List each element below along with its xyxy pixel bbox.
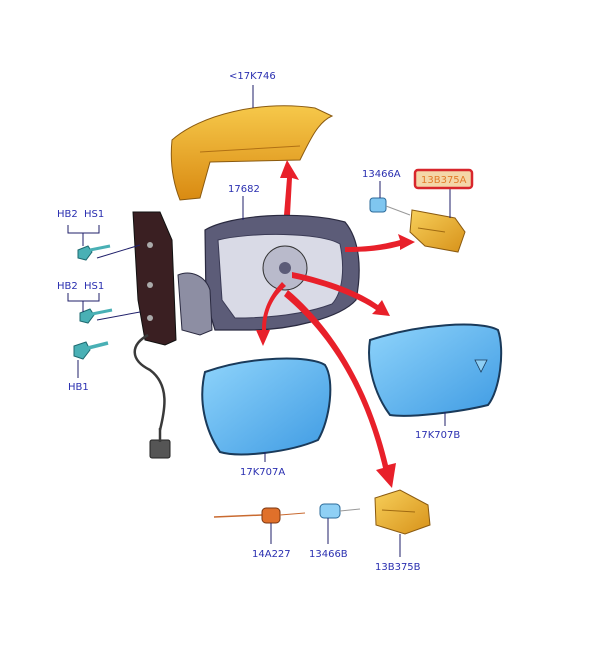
- arrow-to-glass-b: [292, 272, 390, 316]
- arrow-to-glass-a: [256, 282, 286, 346]
- wire-connector: [149, 439, 171, 459]
- screw-top: [77, 244, 111, 261]
- mirror-cover: [170, 105, 334, 201]
- label-bulb-b: 13466B: [309, 549, 348, 560]
- lamp-b: [374, 489, 431, 535]
- label-cover: <17K746: [229, 71, 276, 82]
- hb2-hs1-top-bracket: [67, 225, 100, 234]
- label-hb2-top: HB2: [57, 209, 78, 220]
- label-lamp-a: 13B375A: [421, 175, 467, 186]
- screw-middle: [79, 308, 113, 324]
- label-glass-b: 17K707B: [415, 430, 460, 441]
- label-bulb-a: 13466A: [362, 169, 401, 180]
- mirror-housing: [177, 214, 360, 336]
- label-hs1-mid: HS1: [84, 281, 104, 292]
- screw-bottom: [73, 341, 109, 360]
- arrow-to-lamp-b: [284, 290, 396, 488]
- arrow-to-cover: [280, 160, 299, 215]
- bulb-b: [319, 503, 361, 519]
- arrow-to-lamp-a: [345, 234, 415, 252]
- socket-14a227: [213, 507, 306, 524]
- label-hb1: HB1: [68, 382, 89, 393]
- bulb-a: [369, 197, 411, 216]
- label-lamp-b: 13B375B: [375, 562, 421, 573]
- lamp-a: [409, 209, 466, 253]
- highlight-box: [413, 168, 474, 190]
- mirror-glass-b: [368, 323, 503, 417]
- wire-harness: [133, 333, 166, 431]
- label-hs1-top: HS1: [84, 209, 104, 220]
- hb2-hs1-mid-bracket: [67, 293, 100, 302]
- label-socket: 14A227: [252, 549, 291, 560]
- label-housing: 17682: [228, 184, 260, 195]
- label-hb2-mid: HB2: [57, 281, 78, 292]
- label-glass-a: 17K707A: [240, 467, 285, 478]
- mirror-glass-a: [201, 357, 332, 456]
- mounting-bracket: [132, 211, 177, 346]
